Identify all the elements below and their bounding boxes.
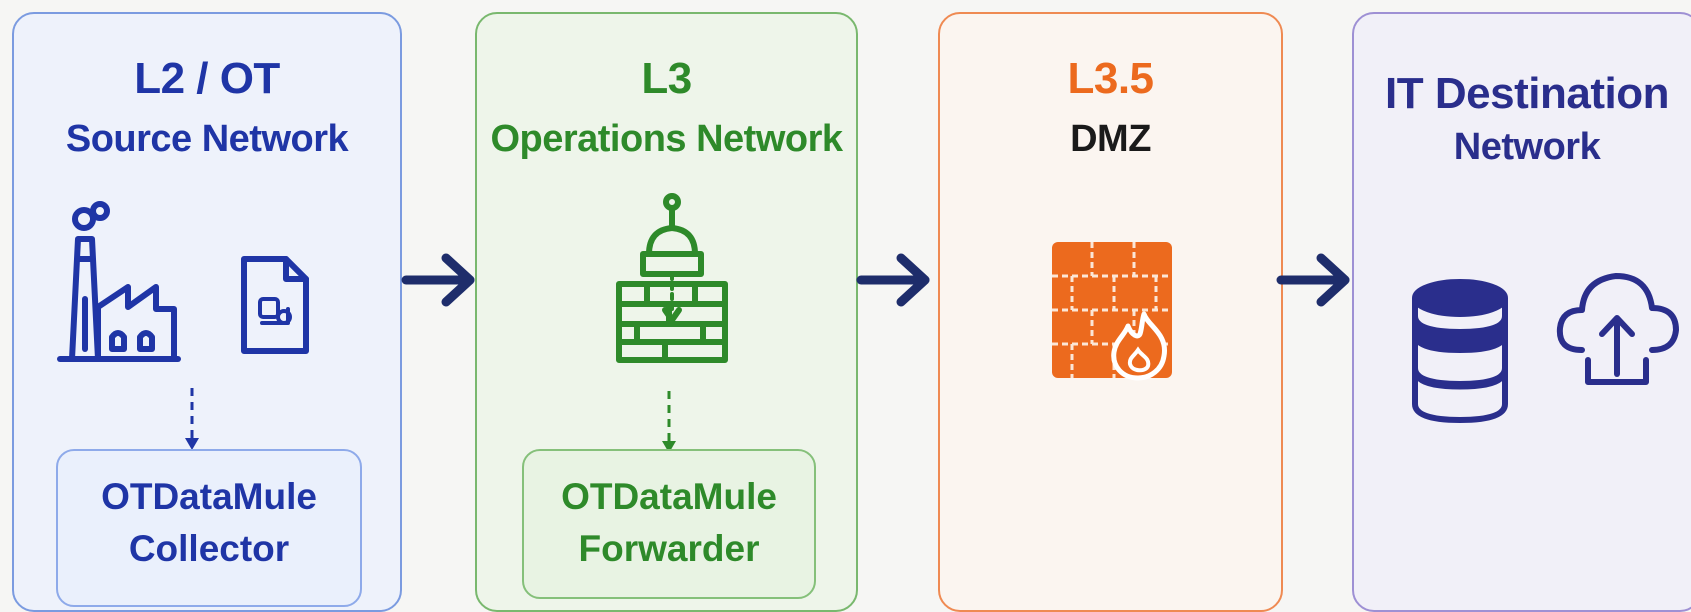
document-icon [241, 256, 309, 354]
dashed-down-arrow [185, 388, 199, 450]
firewall-flame-icon [1052, 242, 1172, 381]
otdatamule-forwarder-box: OTDataMule Forwarder [522, 449, 816, 599]
panel-ot-network-title: Source Network [65, 118, 349, 160]
panel-ops-network-title: Operations Network [490, 118, 843, 160]
panel-it-title-line1: IT Destination [1385, 69, 1669, 118]
panel-ops-level-title: L3 [641, 54, 692, 103]
arrow-right-icon [856, 253, 930, 307]
arrow-right-icon [401, 253, 475, 307]
forwarder-line1: OTDataMule [561, 476, 777, 517]
panel-l2-ot-source-network: L2 / OT Source Network OTDataMule Collec… [12, 12, 402, 612]
firewall-antenna-icon [616, 193, 728, 363]
panel-ot-level-title: L2 / OT [134, 54, 280, 103]
panel-it-destination-network: IT Destination Network [1352, 12, 1691, 612]
cloud-upload-icon [1556, 273, 1679, 385]
arrow-right-icon [1276, 253, 1350, 307]
collector-line2: Collector [128, 528, 290, 569]
factory-icon [57, 201, 181, 362]
otdatamule-collector-box: OTDataMule Collector [56, 449, 362, 607]
panel-dmz-level-title: L3.5 [1067, 54, 1154, 103]
database-icon [1412, 279, 1508, 423]
collector-line1: OTDataMule [101, 476, 317, 517]
forwarder-line2: Forwarder [578, 528, 760, 569]
panel-l3-5-dmz: L3.5 DMZ [938, 12, 1283, 612]
panel-dmz-network-title: DMZ [1070, 118, 1151, 160]
panel-l3-operations-network: L3 Operations Network OTDataMule Forward… [475, 12, 858, 612]
panel-it-title-line2: Network [1453, 126, 1601, 168]
dashed-down-arrow [662, 391, 676, 453]
